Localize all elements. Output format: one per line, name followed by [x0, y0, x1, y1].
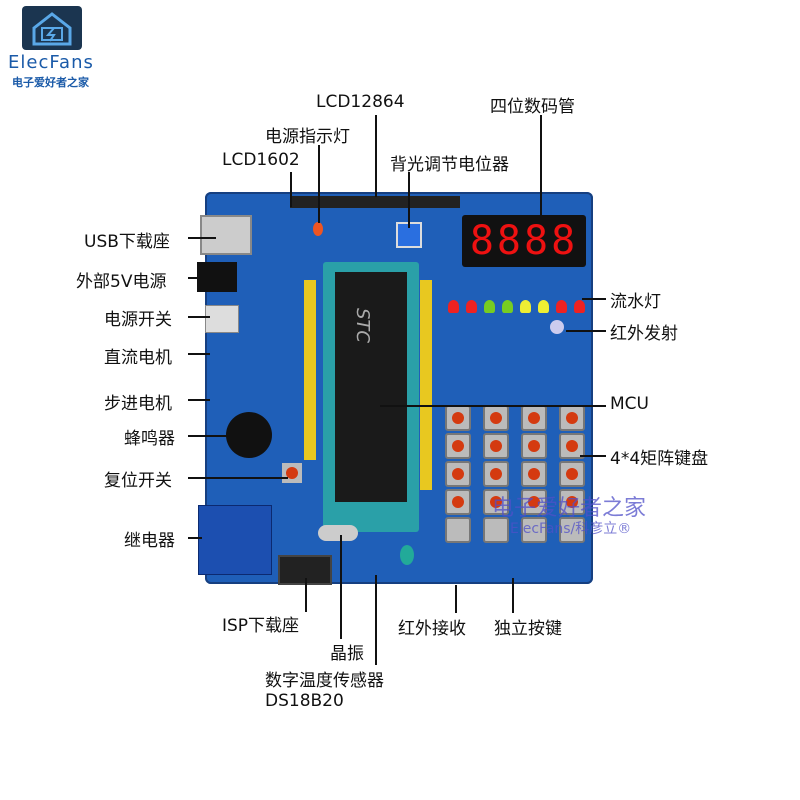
led — [484, 300, 495, 313]
label-seven-seg: 四位数码管 — [490, 97, 575, 117]
label-dc-motor: 直流电机 — [104, 348, 172, 368]
lcd-header — [290, 196, 460, 208]
label-indep-keys: 独立按键 — [494, 619, 562, 639]
house-bolt-icon — [32, 12, 72, 46]
label-temp-sensor: 数字温度传感器 — [265, 671, 384, 691]
led — [574, 300, 585, 313]
logo-name: ElecFans — [8, 52, 94, 73]
keypad — [445, 405, 585, 545]
pin-header-left — [304, 280, 316, 460]
power-led — [313, 222, 323, 236]
label-buzzer: 蜂鸣器 — [124, 429, 175, 449]
watermark-line2: ElecFans/科彦立® — [510, 521, 632, 537]
label-reset: 复位开关 — [104, 471, 172, 491]
led — [556, 300, 567, 313]
led — [466, 300, 477, 313]
buzzer — [226, 412, 272, 458]
label-stepper: 步进电机 — [104, 394, 172, 414]
label-usb: USB下载座 — [84, 232, 170, 252]
ir-led — [550, 320, 564, 334]
label-ext-power: 外部5V电源 — [76, 272, 167, 292]
label-lcd1602: LCD1602 — [222, 150, 300, 170]
label-ds18b20: DS18B20 — [265, 691, 344, 711]
led — [520, 300, 531, 313]
watermark-line1: 电子爱好者之家 — [492, 496, 647, 521]
reset-button — [282, 463, 302, 483]
ir-receiver — [400, 545, 414, 565]
crystal — [318, 525, 358, 541]
label-relay: 继电器 — [124, 531, 175, 551]
led — [448, 300, 459, 313]
relay — [198, 505, 272, 575]
label-ir-rx: 红外接收 — [398, 619, 466, 639]
label-lcd12864: LCD12864 — [316, 92, 405, 112]
seven-segment-display: 8888 — [462, 215, 586, 267]
mcu-chip — [335, 272, 407, 502]
label-crystal: 晶振 — [330, 644, 364, 664]
label-power-switch: 电源开关 — [104, 310, 172, 330]
label-keypad: 4*4矩阵键盘 — [610, 449, 709, 469]
led — [538, 300, 549, 313]
pin-header-right — [420, 280, 432, 490]
usb-port — [200, 215, 252, 255]
logo-subtitle: 电子爱好者之家 — [12, 76, 89, 89]
label-ir-tx: 红外发射 — [610, 324, 678, 344]
label-backlight-pot: 背光调节电位器 — [390, 155, 509, 175]
label-power-led: 电源指示灯 — [265, 127, 350, 147]
led — [502, 300, 513, 313]
chip-brand: STC — [352, 308, 373, 343]
power-switch — [205, 305, 239, 333]
label-isp: ISP下载座 — [222, 616, 300, 636]
label-mcu: MCU — [610, 394, 649, 414]
label-flow-led: 流水灯 — [610, 292, 661, 312]
logo — [22, 6, 82, 50]
